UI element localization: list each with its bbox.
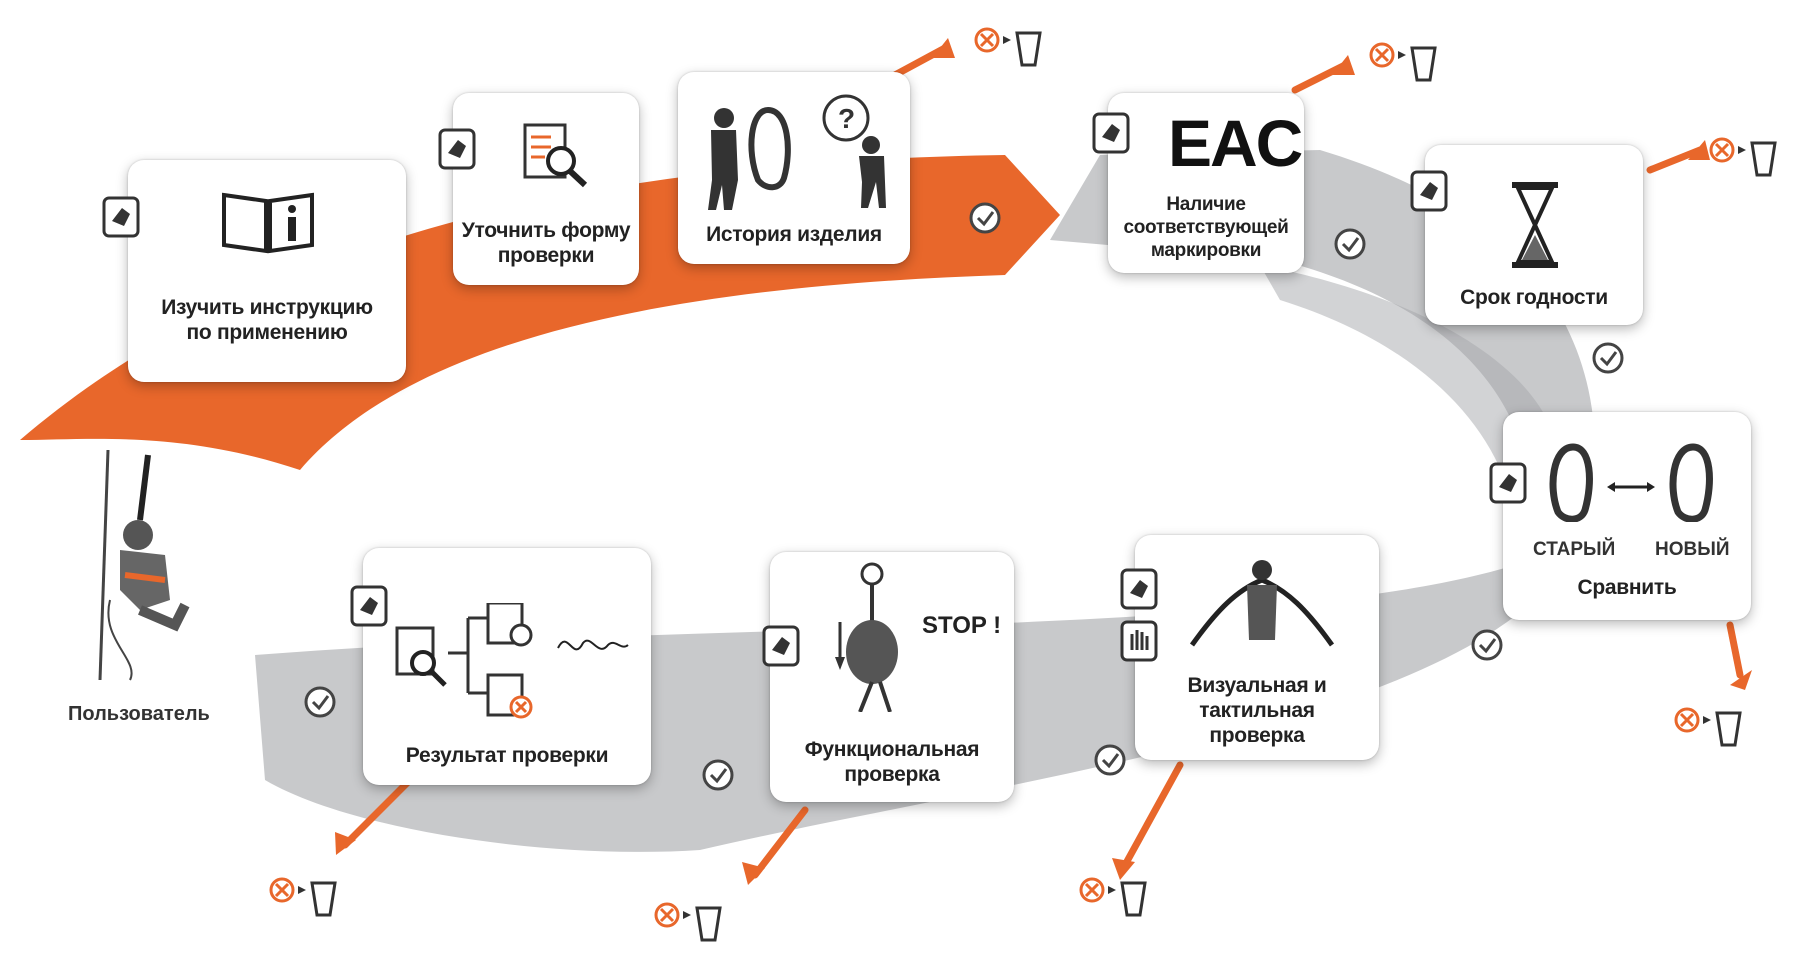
hourglass-icon xyxy=(1512,182,1558,268)
step-expiry-label: Срок годности xyxy=(1460,286,1608,309)
step-result-label: Результат проверки xyxy=(405,744,609,767)
result-docs-icon xyxy=(395,603,629,719)
compare-old-label: СТАРЫЙ xyxy=(1533,539,1616,560)
hand-icon xyxy=(102,196,140,238)
step-history-card: ? История изделия xyxy=(678,72,910,264)
step-history-label: История изделия xyxy=(706,223,882,246)
rope-device-icon xyxy=(835,562,898,712)
hand-icon xyxy=(350,585,388,627)
check-marks xyxy=(311,211,1618,784)
check-icons xyxy=(304,202,1624,791)
step-form-card: Уточнить форму проверки xyxy=(453,93,639,285)
hand-icon xyxy=(1092,112,1130,154)
hand-icon xyxy=(1120,568,1158,610)
reject-arrowheads xyxy=(335,38,1752,885)
step-compare-label: Сравнить xyxy=(1577,576,1677,599)
step-result-card: Результат проверки xyxy=(363,548,651,785)
step-expiry-card: Срок годности xyxy=(1425,145,1643,325)
trash-icons xyxy=(269,27,1777,942)
svg-text:?: ? xyxy=(838,103,855,134)
step-instructions-card: Изучить инструкцию по применению xyxy=(128,160,406,382)
touch-hand-icon xyxy=(1120,620,1158,662)
hand-icon xyxy=(1489,462,1527,504)
step-functional-card: STOP ! Функциональная проверка xyxy=(770,552,1014,802)
step-marking-card: EAC Наличие соответствующей маркировки xyxy=(1108,93,1304,273)
hands-rope-icon xyxy=(1189,560,1335,647)
step-visual-card: Визуальная и тактильная проверка xyxy=(1135,535,1379,760)
step-visual-label: Визуальная и тактильная проверка xyxy=(1187,674,1327,747)
step-compare-card: СТАРЫЙ НОВЫЙ Сравнить xyxy=(1503,412,1751,620)
step-instructions-label: Изучить инструкцию по применению xyxy=(161,296,373,344)
compare-new-label: НОВЫЙ xyxy=(1655,539,1730,560)
compare-carabiners-icon xyxy=(1549,443,1713,522)
eac-logo: EAC xyxy=(1168,106,1303,180)
checklist-search-icon xyxy=(523,123,588,188)
step-marking-label: Наличие соответствующей маркировки xyxy=(1123,194,1289,261)
step-form-label: Уточнить форму проверки xyxy=(461,219,631,267)
hand-icon xyxy=(762,625,800,667)
user-label: Пользователь xyxy=(68,703,210,725)
book-info-icon xyxy=(222,192,314,254)
people-carabiner-icon: ? xyxy=(708,94,886,210)
step-functional-label: Функциональная проверка xyxy=(804,738,980,786)
stop-text: STOP ! xyxy=(922,612,1002,639)
hand-icon xyxy=(438,128,476,170)
hand-icon xyxy=(1410,170,1448,212)
